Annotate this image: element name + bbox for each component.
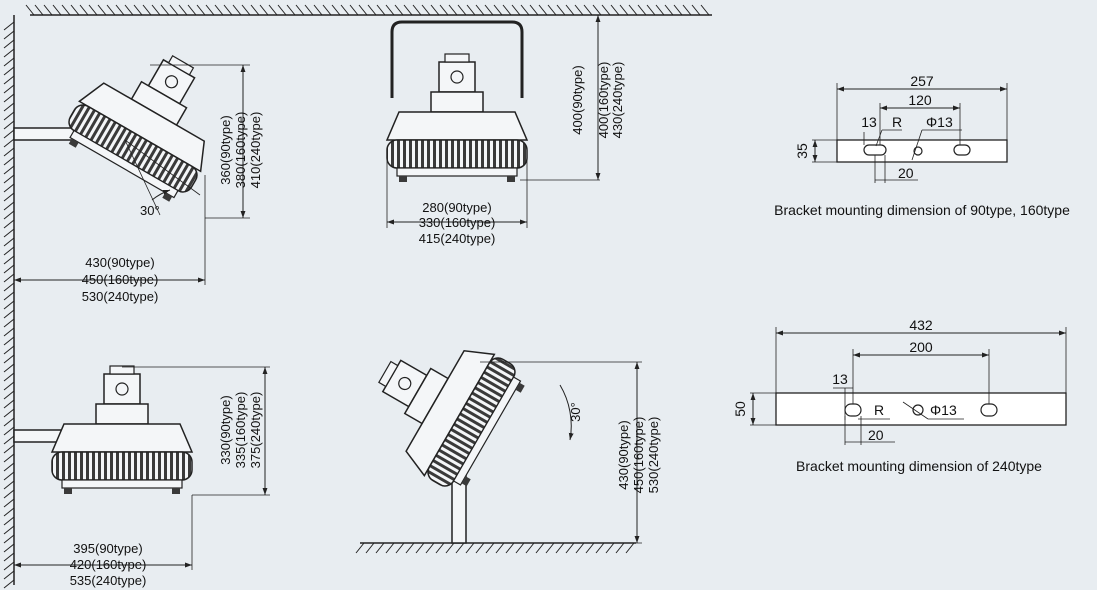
pole-height-label-2: 530(240type) xyxy=(646,417,661,494)
ground-hatch xyxy=(355,542,636,554)
level-width-label-1: 420(160type) xyxy=(70,557,147,572)
lamp-ceiling xyxy=(386,53,528,183)
lamp-pole xyxy=(349,310,532,498)
bracket-small-height: 35 xyxy=(794,143,810,159)
lamp-level xyxy=(51,365,193,495)
bracket-large-radius: R xyxy=(874,402,884,418)
tilted-height-label-1: 380(160type) xyxy=(233,112,248,189)
level-height-label-1: 335(160type) xyxy=(233,392,248,469)
ceiling-width-label-1: 330(160type) xyxy=(419,215,496,230)
tilted-width-label-0: 430(90type) xyxy=(85,255,154,270)
wall-level-view: 330(90type) 335(160type) 375(240type) 39… xyxy=(13,365,270,588)
bracket-large-plate xyxy=(775,392,1067,426)
wall-tilted-view: 30° 360(90type) 380(160type) 410(240type… xyxy=(13,26,263,304)
wall-hatch xyxy=(3,15,15,589)
bracket-small-hole-label: Φ13 xyxy=(926,114,953,130)
bracket-small-offset: 20 xyxy=(898,165,914,181)
pole-height-label-1: 450(160type) xyxy=(631,417,646,494)
bracket-small-slot-label: 13 xyxy=(861,114,877,130)
level-height-label-2: 375(240type) xyxy=(248,392,263,469)
bracket-large-total: 432 xyxy=(909,317,933,333)
bracket-small-spacing: 120 xyxy=(908,92,932,108)
ceiling-dim-label-1: 400(160type) xyxy=(596,62,611,139)
bracket-small-total: 257 xyxy=(910,73,934,89)
pole-height-label-0: 430(90type) xyxy=(616,420,631,489)
ceiling-dim-label-0: 400(90type) xyxy=(570,65,585,134)
level-height-label-0: 330(90type) xyxy=(218,395,233,464)
bracket-small: 257 120 35 13 R Φ13 20 Bracket mounting … xyxy=(774,73,1070,218)
bracket-small-hole xyxy=(913,146,923,156)
bracket-large-offset: 20 xyxy=(868,427,884,443)
bracket-large-slot-label: 13 xyxy=(832,371,848,387)
bracket-small-caption: Bracket mounting dimension of 90type, 16… xyxy=(774,202,1070,218)
bracket-large-hole xyxy=(912,404,924,416)
tilted-angle-label: 30° xyxy=(140,203,160,218)
pole-angle-label: 30° xyxy=(568,402,583,422)
ceiling-hatch xyxy=(25,4,712,16)
ceiling-width-label-2: 415(240type) xyxy=(419,231,496,246)
bracket-large-hole-label: Φ13 xyxy=(930,402,957,418)
tilted-height-label-2: 410(240type) xyxy=(248,112,263,189)
level-width-label-2: 535(240type) xyxy=(70,573,147,588)
bracket-large-caption: Bracket mounting dimension of 240type xyxy=(796,458,1042,474)
tilted-width-label-1: 450(160type) xyxy=(82,272,159,287)
pole-mount-view: 30° 430(90type) 450(160type) 530(240type… xyxy=(349,310,661,544)
ceiling-mount-view: 400(90type) 400(160type) 430(240type) 28… xyxy=(386,14,625,246)
bracket-large: 432 200 50 13 R Φ13 20 Bracket mounting … xyxy=(732,317,1067,474)
bracket-small-slot-right xyxy=(953,144,971,156)
bracket-small-radius: R xyxy=(892,114,902,130)
ceiling-width-label-0: 280(90type) xyxy=(422,200,491,215)
tilted-width-label-2: 530(240type) xyxy=(82,289,159,304)
bracket-large-height: 50 xyxy=(732,401,748,417)
level-width-label-0: 395(90type) xyxy=(73,541,142,556)
hanging-bracket xyxy=(390,20,524,98)
lamp-tilted xyxy=(57,26,245,209)
tilted-height-label-0: 360(90type) xyxy=(218,115,233,184)
ceiling-dim-label-2: 430(240type) xyxy=(610,62,625,139)
bracket-large-spacing: 200 xyxy=(909,339,933,355)
